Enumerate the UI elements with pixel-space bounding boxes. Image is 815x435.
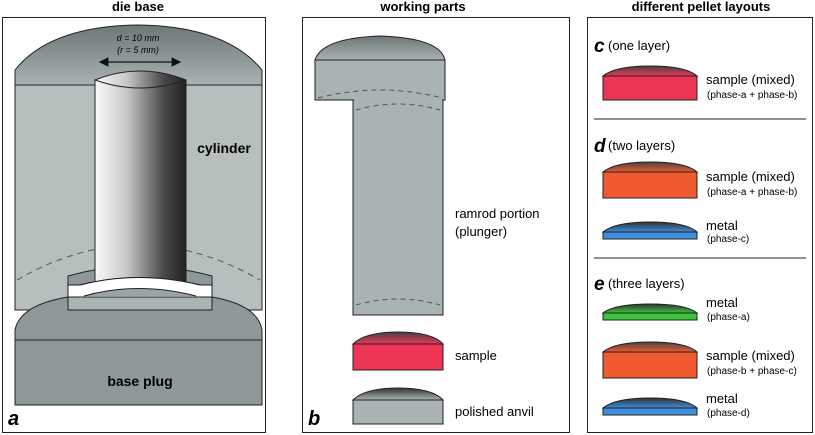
panel-d-letter: d — [594, 136, 606, 157]
sample-label: sample — [455, 348, 497, 363]
d-metal-label: metal — [706, 218, 738, 233]
d-metal-disc — [602, 231, 698, 240]
c-sample-label: sample (mixed) — [706, 72, 795, 87]
cylinder-label: cylinder — [197, 140, 251, 156]
sample-pellet-dome — [351, 331, 445, 345]
dimension-d-label: d = 10 mm — [117, 33, 160, 43]
panel-layouts: c (one layer) sample (mixed) (phase-a + … — [587, 17, 813, 433]
c-sample-sub: (phase-a + phase-b) — [707, 90, 797, 101]
ramrod-joint — [354, 99, 442, 102]
sample-pellet — [352, 343, 444, 371]
d-metal-sub: (phase-c) — [707, 234, 749, 245]
panel-e-title: (three layers) — [608, 276, 685, 291]
e-metal2-dome — [601, 397, 699, 409]
anvil-label: polished anvil — [455, 404, 534, 419]
d-metal-dome — [601, 221, 699, 233]
dimension-r-label: (r = 5 mm) — [117, 45, 159, 55]
e-sample-sub: (phase-b + phase-c) — [707, 366, 797, 377]
panel-c-title: (one layer) — [608, 38, 670, 53]
header-working-parts: working parts — [379, 0, 465, 14]
header-pellet-layouts: different pellet layouts — [632, 0, 771, 14]
panel-a: d = 10 mm (r = 5 mm) cylinder base plug … — [2, 17, 266, 433]
ramrod-head — [314, 59, 446, 101]
die-top-dome — [14, 24, 263, 86]
hidden-edge-arc — [16, 244, 261, 281]
e-sample-pellet — [602, 351, 698, 379]
base-plug-label: base plug — [107, 373, 172, 389]
polished-anvil — [352, 399, 444, 425]
ramrod-label-1: ramrod portion — [455, 206, 540, 221]
panel-c-letter: c — [594, 36, 605, 57]
e-metal2-sub: (phase-d) — [707, 408, 750, 419]
header-die-base: die base — [112, 0, 164, 14]
bore-top-edge — [94, 79, 187, 89]
c-sample-pellet — [602, 75, 698, 101]
bore-cylinder — [94, 70, 187, 291]
c-sample-dome — [601, 65, 699, 77]
ramrod-shaft — [352, 99, 444, 316]
e-metal1-sub: (phase-a) — [707, 312, 750, 323]
panel-a-letter: a — [8, 408, 19, 430]
boss-top-face — [83, 288, 197, 297]
e-metal1-label: metal — [706, 295, 738, 310]
d-sample-pellet — [602, 171, 698, 199]
ramrod-hidden-arc-1 — [317, 89, 443, 99]
panel-d-title: (two layers) — [608, 138, 675, 153]
e-metal1-disc — [602, 312, 698, 321]
d-sample-dome — [601, 161, 699, 173]
ramrod-hidden-arc-2 — [355, 103, 441, 111]
e-sample-dome — [601, 341, 699, 353]
panel-b: ramrod portion (plunger) sample polished… — [302, 17, 570, 433]
panel-e-letter: e — [594, 274, 605, 295]
e-metal2-label: metal — [706, 391, 738, 406]
ramrod-hidden-arc-3 — [355, 298, 441, 306]
e-sample-label: sample (mixed) — [706, 348, 795, 363]
d-sample-sub: (phase-a + phase-b) — [707, 187, 797, 198]
anvil-dome — [351, 387, 445, 401]
ramrod-head-dome — [314, 35, 446, 61]
panel-b-letter: b — [308, 408, 320, 430]
e-metal2-disc — [602, 407, 698, 416]
base-plug-body — [14, 339, 263, 406]
d-sample-label: sample (mixed) — [706, 169, 795, 184]
ramrod-label-2: (plunger) — [455, 224, 507, 239]
e-metal1-dome — [601, 303, 699, 314]
